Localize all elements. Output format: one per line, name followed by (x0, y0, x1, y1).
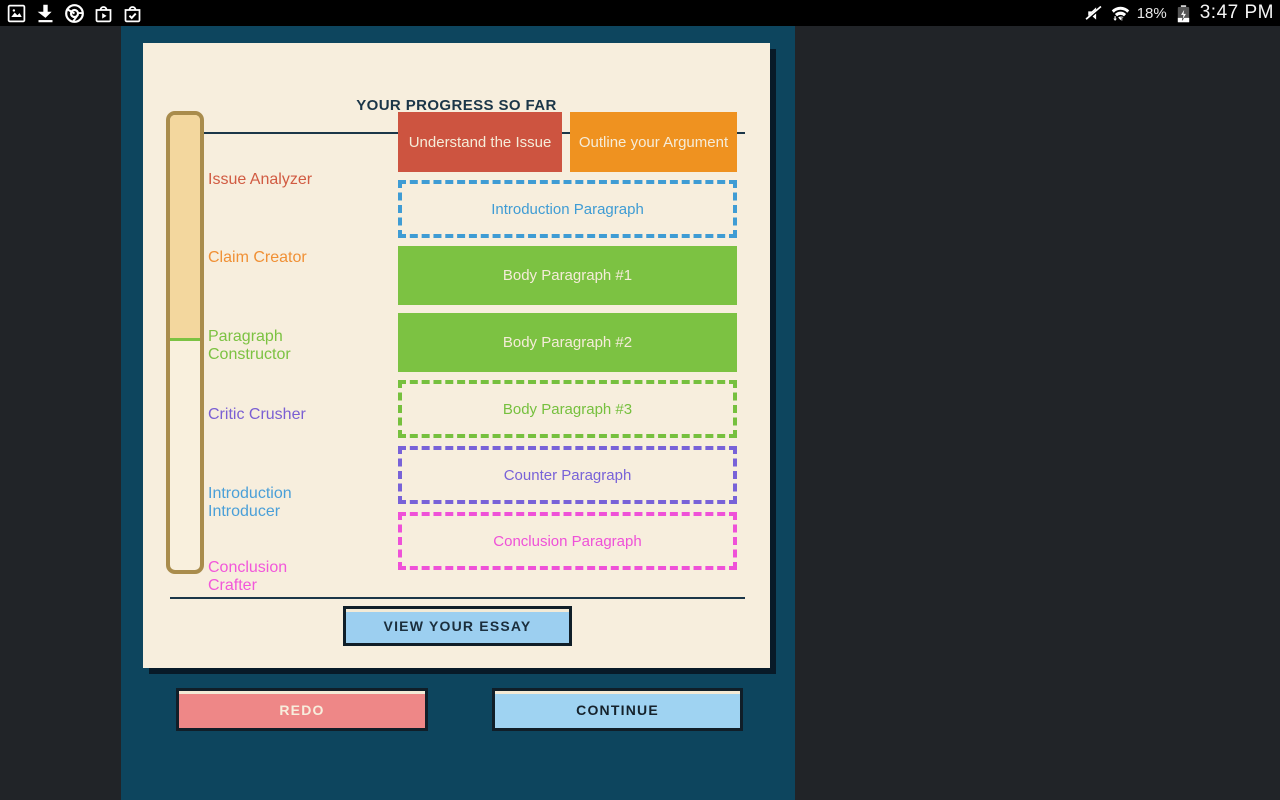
view-your-essay-button[interactable]: VIEW YOUR ESSAY (343, 606, 572, 646)
page-title: YOUR PROGRESS SO FAR (356, 97, 557, 114)
block-conclusion-paragraph[interactable]: Conclusion Paragraph (398, 512, 737, 570)
battery-percent: 18% (1136, 4, 1167, 22)
step-label-paragraph-constructor: Paragraph Constructor (208, 328, 291, 363)
step-label-introduction-introducer: Introduction Introducer (208, 485, 292, 520)
milestone-blocks: Understand the Issue Outline your Argume… (398, 112, 737, 570)
clock: 3:47 PM (1199, 2, 1274, 23)
progress-meter-marker (170, 338, 200, 341)
step-label-issue-analyzer: Issue Analyzer (208, 171, 313, 188)
download-icon (37, 4, 53, 22)
progress-meter-fill (170, 115, 200, 338)
muted-speaker-icon (1084, 5, 1102, 21)
block-body-paragraph-3[interactable]: Body Paragraph #3 (398, 380, 737, 438)
continue-button[interactable]: CONTINUE (492, 688, 743, 731)
gallery-icon (7, 4, 26, 22)
divider (170, 597, 745, 599)
redo-button[interactable]: REDO (176, 688, 428, 731)
block-introduction-paragraph[interactable]: Introduction Paragraph (398, 180, 737, 238)
block-outline-your-argument[interactable]: Outline your Argument (570, 112, 737, 172)
app-panel: YOUR PROGRESS SO FAR Issue Analyzer Clai… (121, 26, 795, 800)
play-store-icon (95, 5, 112, 22)
step-label-critic-crusher: Critic Crusher (208, 406, 306, 423)
milestone-row: Understand the Issue Outline your Argume… (398, 112, 737, 172)
step-label-claim-creator: Claim Creator (208, 249, 307, 266)
block-body-paragraph-1[interactable]: Body Paragraph #1 (398, 246, 737, 305)
battery-charging-icon (1177, 4, 1189, 22)
status-bar-notifications[interactable] (6, 3, 143, 24)
progress-meter (166, 111, 204, 574)
block-understand-the-issue[interactable]: Understand the Issue (398, 112, 562, 172)
block-body-paragraph-2[interactable]: Body Paragraph #2 (398, 313, 737, 372)
wifi-activity-icon (1111, 6, 1129, 21)
android-status-bar: 18% 3:47 PM (0, 0, 1280, 26)
block-counter-paragraph[interactable]: Counter Paragraph (398, 446, 737, 504)
status-bar-system: 18% 3:47 PM (1083, 2, 1274, 24)
step-label-conclusion-crafter: Conclusion Crafter (208, 559, 288, 594)
progress-card: YOUR PROGRESS SO FAR Issue Analyzer Clai… (143, 43, 770, 668)
updates-done-icon (124, 5, 141, 22)
chrome-icon (65, 3, 84, 23)
